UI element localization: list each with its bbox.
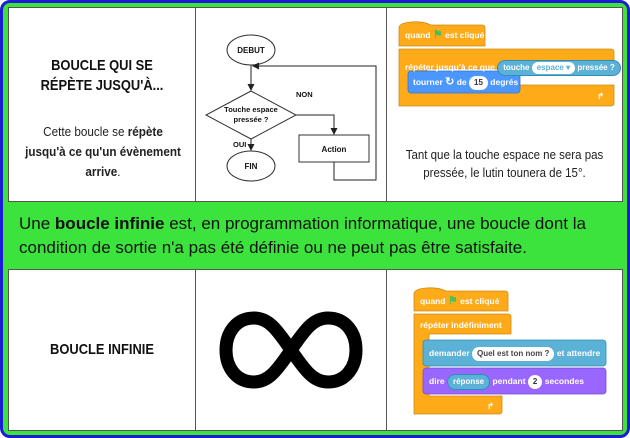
loop-arrow-icon: ↱ <box>597 91 605 101</box>
turn-value-input[interactable]: 15 <box>469 75 488 90</box>
infinity-icon <box>219 311 363 389</box>
repeat-until-flowchart: DEBUT Touche espace pressée ? NON Action… <box>204 34 377 182</box>
dropdown-arrow-icon: ▾ <box>566 62 571 72</box>
say-block-label: dire réponse pendant 2 secondes <box>429 372 584 390</box>
repeat-until-description-bold: répète jusqu'à ce qu'un évènement arrive <box>25 124 181 179</box>
flowchart-start-label: DEBUT <box>237 46 265 55</box>
flowchart-end <box>226 150 276 182</box>
forever-label: répéter indéfiniment <box>420 320 502 330</box>
green-flag-icon: ⚑ <box>447 295 458 307</box>
turn-block <box>407 70 521 94</box>
ask-text-input[interactable]: Quel est ton nom ? <box>472 346 555 361</box>
definition-bold: boucle infinie <box>54 214 165 233</box>
loop-arrow-icon: ↱ <box>487 401 495 411</box>
turn-block-label: tourner ↻ de 15 degrés <box>413 75 519 90</box>
flowchart-condition-line2: pressée ? <box>233 115 268 124</box>
flowchart-end-label: FIN <box>245 162 258 171</box>
say-duration-input[interactable]: 2 <box>527 374 543 389</box>
flowchart-cell: DEBUT Touche espace pressée ? NON Action… <box>196 8 387 201</box>
repeat-until-caption: Tant que la touche espace ne sera pas pr… <box>405 148 604 180</box>
repeat-until-row: BOUCLE QUI SE RÉPÈTE JUSQU'À... Cette bo… <box>8 7 623 202</box>
repeat-until-script-cell: quand ⚑ est cliqué répéter jusqu'à ce qu… <box>387 8 622 201</box>
hat-block-label: quand ⚑ est cliqué <box>405 29 485 41</box>
flowchart-yes-label: OUI <box>233 140 246 149</box>
repeat-until-description: Cette boucle se répète jusqu'à ce qu'un … <box>25 124 181 179</box>
flowchart-action <box>298 134 370 163</box>
infinite-loop-script-cell: quand ⚑ est cliqué répéter indéfiniment … <box>387 270 622 430</box>
hat-block-2 <box>413 287 509 312</box>
flowchart-no-label: NON <box>296 90 313 99</box>
green-flag-icon: ⚑ <box>432 29 443 41</box>
flowchart-condition-line1: Touche espace <box>224 105 278 114</box>
repeat-until-text-cell: BOUCLE QUI SE RÉPÈTE JUSQU'À... Cette bo… <box>9 8 196 201</box>
infinite-loop-definition: Une boucle infinie est, en programmation… <box>19 214 586 257</box>
repeat-until-label: répéter jusqu'à ce que touche espace ▾ p… <box>405 58 621 76</box>
flowchart-action-label: Action <box>322 145 347 154</box>
sensing-condition: touche espace ▾ pressée ? <box>497 59 621 76</box>
infinite-loop-title: BOUCLE INFINIE <box>50 341 154 358</box>
infinite-loop-row: BOUCLE INFINIE quand ⚑ est cliqué répéte… <box>8 269 623 431</box>
ask-block-label: demander Quel est ton nom ? et attendre <box>429 344 600 362</box>
infinite-loop-text-cell: BOUCLE INFINIE <box>9 270 196 430</box>
turn-right-icon: ↻ <box>445 76 455 88</box>
forever-block <box>413 313 512 415</box>
key-dropdown[interactable]: espace ▾ <box>531 61 576 74</box>
infinity-cell <box>196 270 387 430</box>
hat-block-2-label: quand ⚑ est cliqué <box>420 295 500 307</box>
repeat-until-title: BOUCLE QUI SE RÉPÈTE JUSQU'À... <box>40 57 164 94</box>
answer-reporter[interactable]: réponse <box>446 373 491 390</box>
hat-block <box>398 21 486 47</box>
